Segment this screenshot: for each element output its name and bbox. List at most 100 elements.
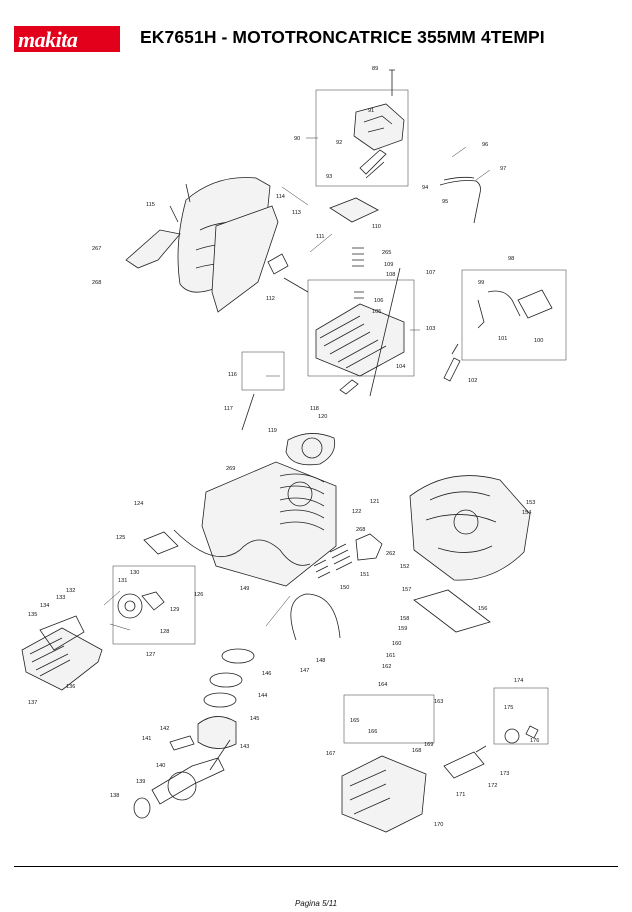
- part-label: 151: [360, 572, 369, 578]
- seal-138: [133, 797, 151, 819]
- breather-hose-97: [439, 176, 481, 224]
- crankcase-right: [409, 475, 531, 581]
- part-label: 117: [224, 406, 233, 412]
- decompressor-117: [241, 393, 255, 431]
- part-label: 120: [318, 414, 327, 420]
- part-label: 160: [392, 641, 401, 647]
- cover-ribs: [29, 637, 71, 677]
- part-label: 126: [194, 592, 203, 598]
- part-label: 99: [478, 280, 484, 286]
- bolt-89: [389, 69, 395, 96]
- cylinder-fins: [279, 473, 325, 531]
- valve-cover: [353, 103, 405, 151]
- part-label: 170: [434, 822, 443, 828]
- part-label: 142: [160, 726, 169, 732]
- rod-140: [209, 739, 231, 771]
- crankshaft-138: [151, 757, 225, 805]
- part-label: 137: [28, 700, 37, 706]
- piston-143: [197, 716, 237, 749]
- part-label: 100: [534, 338, 543, 344]
- part-label: 163: [434, 699, 443, 705]
- footer-divider: [14, 866, 618, 867]
- part-label: 145: [250, 716, 259, 722]
- page-header: makita EK7651H - MOTOTRONCATRICE 355MM 4…: [0, 0, 632, 60]
- part-label: 141: [142, 736, 151, 742]
- part-label: 124: [134, 501, 143, 507]
- crank-web: [167, 771, 197, 801]
- cylinder-head-104: [315, 303, 405, 377]
- oil-pump-173: [443, 745, 487, 779]
- part-label: 94: [422, 185, 428, 191]
- ignition-coil-100: [487, 289, 553, 319]
- brand-logo-text: makita: [18, 27, 78, 52]
- head-fins: [319, 315, 387, 369]
- part-label: 125: [116, 535, 125, 541]
- part-label: 91: [368, 108, 374, 114]
- part-label: 122: [352, 509, 361, 515]
- group-box-164: [343, 694, 435, 744]
- part-label: 153: [526, 500, 535, 506]
- part-label: 152: [400, 564, 409, 570]
- ring-146: [221, 648, 255, 664]
- pushrod-111: [267, 253, 289, 275]
- ring-145: [203, 692, 237, 708]
- ring-144: [209, 672, 243, 688]
- cylinder-block: [201, 461, 337, 587]
- part-label: 172: [488, 783, 497, 789]
- part-label: 148: [316, 658, 325, 664]
- part-label: 98: [508, 256, 514, 262]
- part-label: 156: [478, 606, 487, 612]
- part-label: 104: [396, 364, 405, 370]
- part-label: 107: [426, 270, 435, 276]
- part-label: 267: [92, 246, 101, 252]
- spring-151: [329, 543, 353, 571]
- valve-118: [339, 379, 359, 395]
- part-label: 164: [378, 682, 387, 688]
- part-label: 157: [402, 587, 411, 593]
- cylinder-bore: [287, 481, 313, 507]
- part-label: 169: [424, 742, 433, 748]
- part-label: 127: [146, 652, 155, 658]
- part-label: 101: [498, 336, 507, 342]
- stud-107: [369, 267, 401, 397]
- part-label: 171: [456, 792, 465, 798]
- filter-gasket-113: [211, 205, 279, 313]
- oil-tube-149: [173, 529, 311, 566]
- screw-115: [169, 183, 191, 223]
- carburetor-262: [355, 533, 383, 561]
- part-label: 115: [146, 202, 155, 208]
- part-label: 159: [398, 626, 407, 632]
- part-label: 92: [336, 140, 342, 146]
- part-label: 105: [372, 309, 381, 315]
- group-box-127: [112, 565, 196, 645]
- cable-148: [290, 593, 341, 641]
- part-label: 121: [370, 499, 379, 505]
- part-label: 162: [382, 664, 391, 670]
- part-label: 112: [266, 296, 275, 302]
- part-label: 93: [326, 174, 332, 180]
- group-box-98: [461, 269, 567, 361]
- oil-pump-body: [141, 591, 165, 611]
- gasket-110: [329, 197, 379, 223]
- part-label: 110: [372, 224, 381, 230]
- part-label: 268: [356, 527, 365, 533]
- part-label: 166: [368, 729, 377, 735]
- part-label: 150: [340, 585, 349, 591]
- part-label: 262: [386, 551, 395, 557]
- part-label: 146: [262, 671, 271, 677]
- gasket-135: [39, 615, 85, 651]
- spring-150: [313, 559, 331, 579]
- part-label: 268: [92, 280, 101, 286]
- plug-cap-99: [477, 299, 485, 329]
- part-label: 130: [130, 570, 139, 576]
- part-label: 131: [118, 578, 127, 584]
- group-box-116: [241, 351, 285, 391]
- part-label: 165: [350, 718, 359, 724]
- module-124: [143, 531, 179, 555]
- spark-plug-102: [443, 343, 461, 382]
- pin-112: [283, 277, 309, 293]
- part-label: 114: [276, 194, 285, 200]
- page-title: EK7651H - MOTOTRONCATRICE 355MM 4TEMPI: [140, 27, 545, 47]
- part-label: 128: [160, 629, 169, 635]
- part-label: 158: [400, 616, 409, 622]
